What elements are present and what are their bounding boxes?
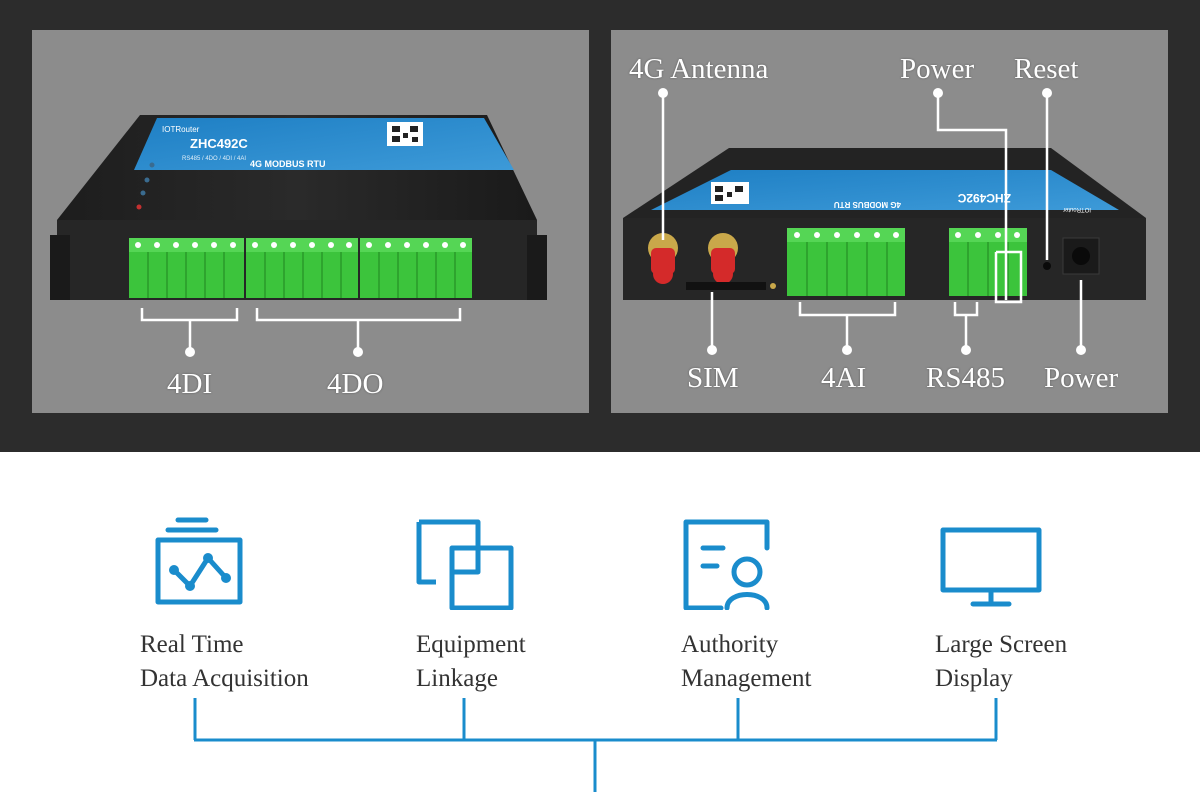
product-photo-band: IOTRouter ZHC492C RS485 / 4DO / 4DI / 4A… [0,0,1200,452]
device-blue-label [651,170,1119,210]
reset-hole [1043,262,1051,270]
callout-4di: 4DI [167,368,213,400]
antenna-connector-1 [648,233,678,284]
callout-4ai: 4AI [821,362,867,394]
feature-label: Equipment Linkage [416,631,526,692]
antenna-connector-2 [708,233,738,284]
device-model-text: ZHC492C [957,191,1011,205]
callout-4do: 4DO [327,368,384,400]
feature-label: Large Screen Display [935,631,1068,692]
device-model-text: ZHC492C [190,136,248,151]
device-front-photo: IOTRouter ZHC492C RS485 / 4DO / 4DI / 4A… [32,30,589,413]
feature-label: Authority Management [681,631,812,692]
callout-sim: SIM [687,362,739,394]
ai-terminal-block [787,228,905,296]
rs485-terminal-block [949,228,1027,296]
sim-slot [686,282,766,290]
feature-label: Real Time Data Acquisition [140,631,309,692]
device-band-text: 4G MODBUS RTU [834,200,901,209]
callout-lines [140,308,462,350]
device-back-illustration: ZHC492C 4G MODBUS RTU IOTRouter [623,88,1146,355]
linked-squares-icon [416,519,514,610]
callout-4g-antenna: 4G Antenna [629,53,769,85]
callout-power-top: Power [900,53,975,85]
callout-power-bottom: Power [1044,362,1119,394]
device-back-photo: ZHC492C 4G MODBUS RTU IOTRouter 4G Anten… [611,30,1168,413]
callout-lines [661,94,1083,348]
monitor-icon [940,527,1042,607]
device-front-illustration: IOTRouter ZHC492C RS485 / 4DO / 4DI / 4A… [50,115,547,357]
user-card-icon [683,519,770,610]
callout-reset: Reset [1014,53,1079,85]
device-brand-text: IOTRouter [162,125,200,134]
callout-rs485: RS485 [926,362,1005,394]
device-brand-text: IOTRouter [1063,206,1091,212]
chart-monitor-icon [155,517,243,605]
device-subtitle-text: RS485 / 4DO / 4DI / 4AI [182,156,246,162]
device-band-text: 4G MODBUS RTU [250,159,326,169]
